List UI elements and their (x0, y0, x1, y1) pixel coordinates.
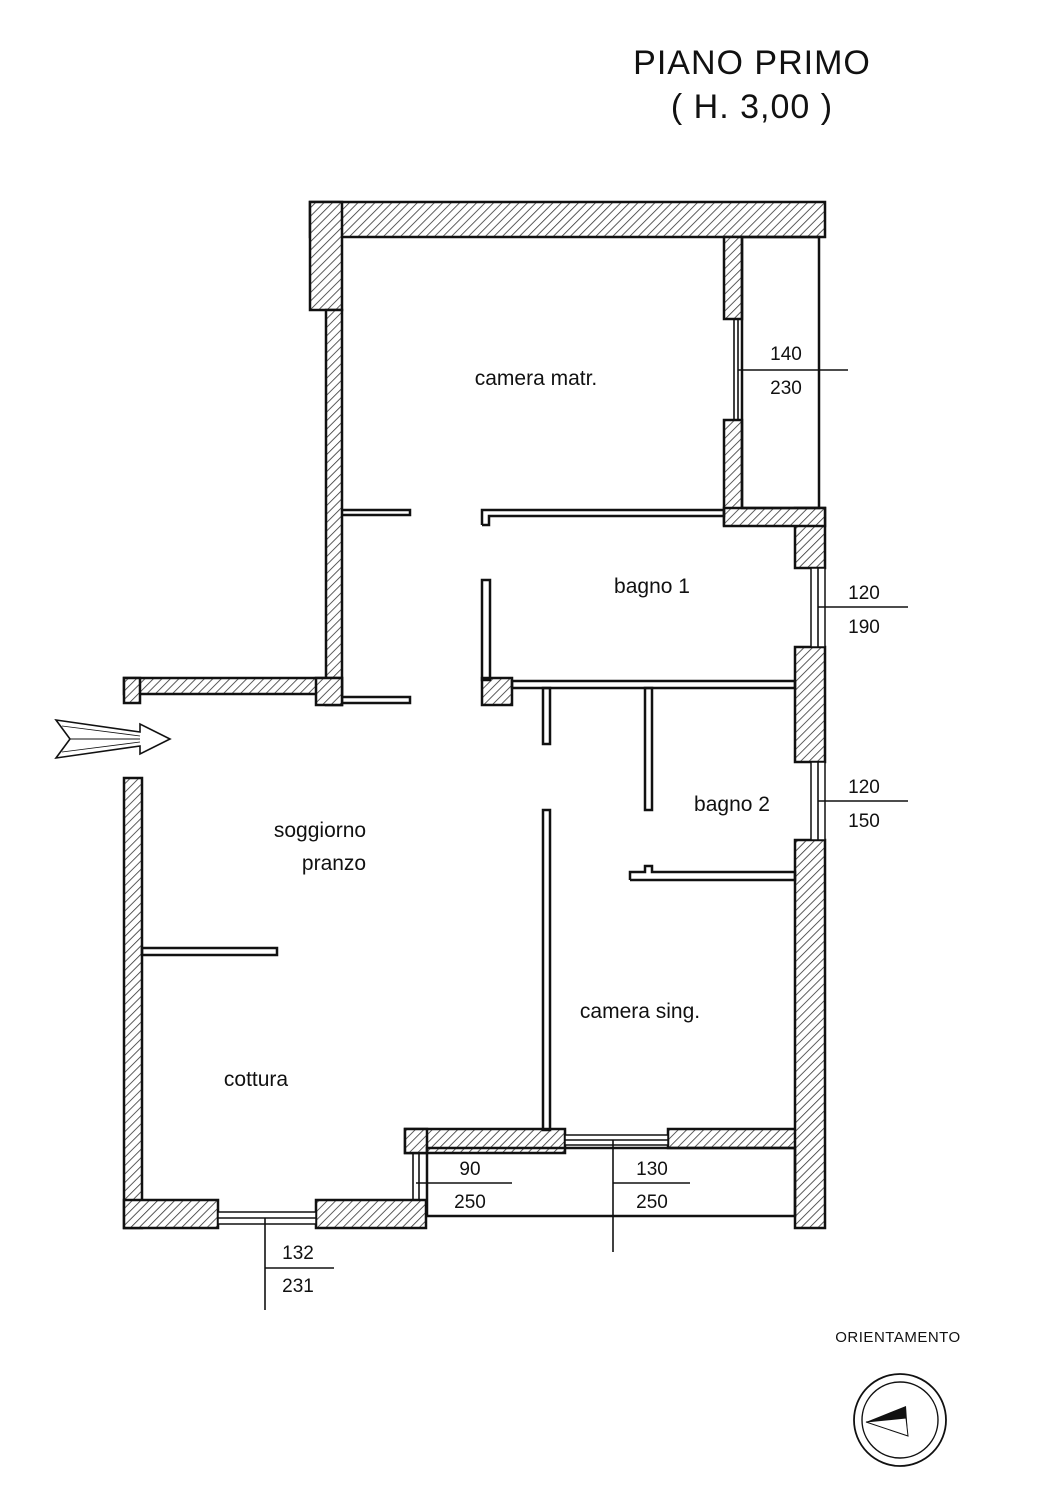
dim-bagno1-width: 120 (848, 583, 880, 604)
wall-matr-bottom-corner (722, 506, 827, 528)
room-pranzo: pranzo (302, 852, 366, 875)
dim-cottura-height: 231 (282, 1276, 314, 1297)
entrance-arrow-icon (54, 718, 172, 760)
wall-entrance-stub (122, 676, 142, 705)
dim-bagno1-height: 190 (848, 617, 880, 638)
wall-loggia-pier (403, 1127, 567, 1155)
wall-left-upper (324, 308, 344, 707)
dim-sogg-width: 90 (459, 1159, 480, 1180)
dim-bagno2: 120 150 (818, 777, 908, 832)
dim-matr-width: 140 (770, 344, 802, 365)
dim-sogg: 90 250 (416, 1159, 512, 1213)
room-cottura: cottura (224, 1068, 289, 1091)
partition-bagno2-bottom (628, 864, 797, 882)
dim-cottura-width: 132 (282, 1243, 314, 1264)
dim-sing-width: 130 (636, 1159, 668, 1180)
partition-bagno1-left (480, 578, 492, 682)
room-bagno2: bagno 2 (694, 793, 770, 816)
dim-bagno1: 120 190 (818, 583, 908, 638)
partition-bagno2-left (643, 686, 654, 812)
partition-bagno-divider (510, 679, 797, 690)
partition-stub-1 (541, 686, 552, 746)
plan-height: ( H. 3,00 ) (671, 88, 833, 126)
wall-right-lower (793, 838, 827, 1230)
wall-matr-right-upper (722, 235, 744, 321)
wall-top-left-corner (308, 200, 344, 312)
wall-left-lower (122, 776, 144, 1230)
walls (122, 200, 827, 1230)
wall-right-pier (793, 645, 827, 764)
room-camera-sing: camera sing. (580, 1000, 700, 1023)
room-camera-matr: camera matr. (475, 367, 598, 390)
wall-column (480, 676, 514, 707)
wall-bottom-mid (314, 1198, 428, 1230)
wall-top (308, 200, 827, 239)
plan-title: PIANO PRIMO (633, 44, 871, 82)
partition-corridor (342, 695, 412, 705)
compass-label: ORIENTAMENTO (835, 1329, 960, 1346)
wall-entrance-joint (314, 676, 344, 707)
loggia (425, 1146, 797, 1218)
partition-sing-left (541, 808, 552, 1132)
dim-bagno2-width: 120 (848, 777, 880, 798)
room-bagno1: bagno 1 (614, 575, 690, 598)
partition-kitchen (140, 946, 279, 957)
balcony-matr (740, 235, 821, 510)
dim-matr-height: 230 (770, 378, 802, 399)
compass-icon (853, 1373, 947, 1467)
dim-sing: 130 250 (612, 1140, 690, 1252)
partitions (140, 235, 826, 1225)
partition-matr-left (342, 508, 412, 517)
dim-bagno2-height: 150 (848, 811, 880, 832)
dim-cottura: 132 231 (264, 1218, 334, 1310)
dim-sogg-height: 250 (454, 1192, 486, 1213)
wall-bottom-right (666, 1127, 798, 1150)
partition-matr-bottom (480, 508, 726, 527)
wall-bottom-left (122, 1198, 220, 1230)
dim-matr: 140 230 (738, 344, 848, 399)
room-soggiorno: soggiorno (274, 819, 366, 842)
wall-loggia-pier-down (403, 1127, 429, 1155)
wall-entrance-top (122, 676, 344, 696)
dim-sing-height: 250 (636, 1192, 668, 1213)
